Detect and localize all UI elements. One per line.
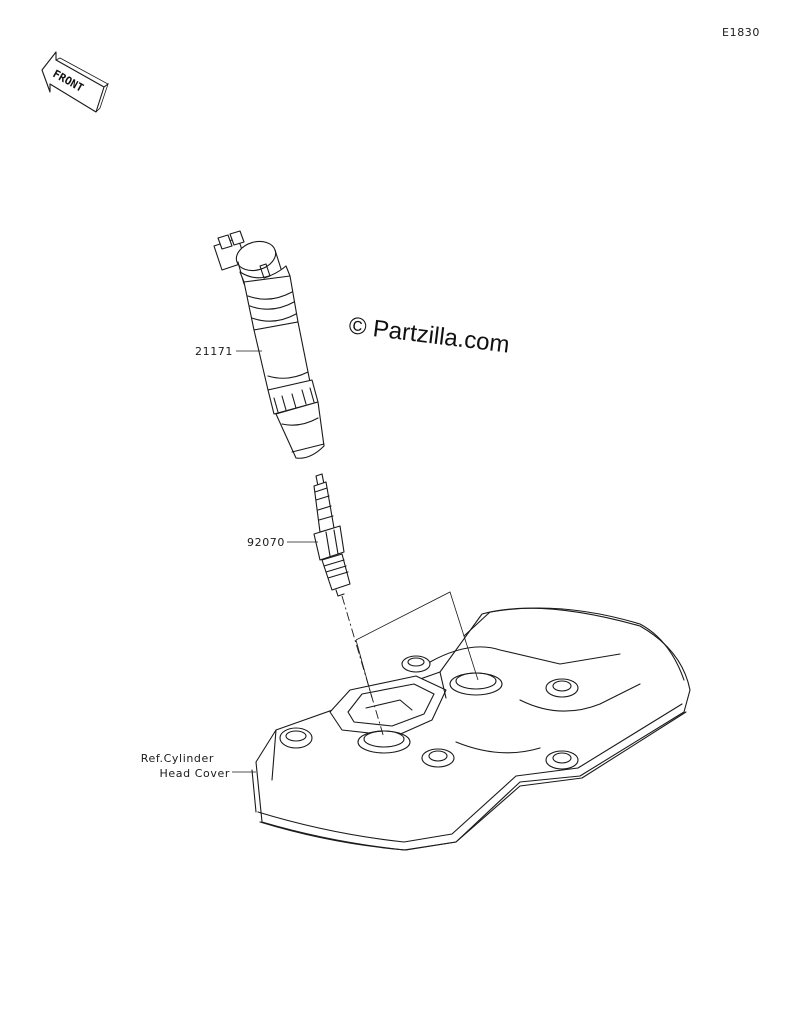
cylinder-head-cover	[251, 607, 691, 851]
part-label-ignition-coil: 21171	[195, 345, 233, 358]
reference-label-line1: Ref.Cylinder	[141, 752, 214, 765]
assembly-lines	[341, 591, 479, 739]
spark-plug	[313, 473, 351, 597]
diagram-code: E1830	[722, 26, 760, 39]
part-label-spark-plug: 92070	[247, 536, 285, 549]
ignition-coil	[213, 230, 325, 459]
front-arrow-icon: FRONT	[41, 51, 109, 113]
reference-label-line2: Head Cover	[160, 767, 230, 780]
watermark: © Partzilla.com	[347, 312, 511, 359]
